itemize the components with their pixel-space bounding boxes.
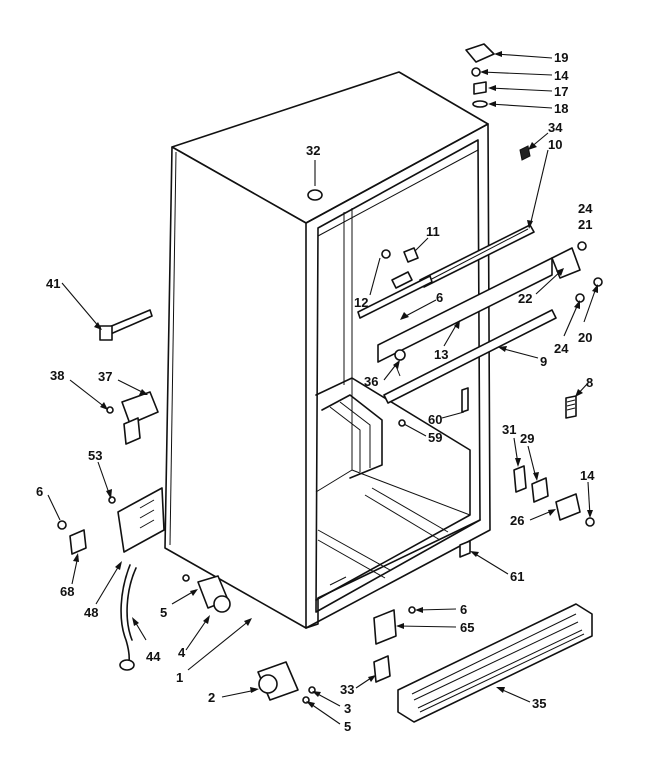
callout-8: 8 bbox=[586, 375, 593, 390]
callout-4: 4 bbox=[178, 645, 186, 660]
callout-6: 6 bbox=[460, 602, 467, 617]
callout-41: 41 bbox=[46, 276, 60, 291]
callout-60: 60 bbox=[428, 412, 442, 427]
callout-6: 6 bbox=[36, 484, 43, 499]
callout-10: 10 bbox=[548, 137, 562, 152]
callout-32: 32 bbox=[306, 143, 320, 158]
callout-29: 29 bbox=[520, 431, 534, 446]
callout-5: 5 bbox=[160, 605, 167, 620]
callout-22: 22 bbox=[518, 291, 532, 306]
callout-53: 53 bbox=[88, 448, 102, 463]
callout-17: 17 bbox=[554, 84, 568, 99]
callout-21: 21 bbox=[578, 217, 592, 232]
callout-35: 35 bbox=[532, 696, 546, 711]
callout-3: 3 bbox=[344, 701, 351, 716]
callout-12: 12 bbox=[354, 295, 368, 310]
divider-rails bbox=[357, 224, 603, 419]
callout-14: 14 bbox=[580, 468, 595, 483]
callout-11: 11 bbox=[426, 224, 440, 239]
callout-6: 6 bbox=[436, 290, 443, 305]
leader-lines bbox=[47, 51, 598, 725]
callout-20: 20 bbox=[578, 330, 592, 345]
callout-2: 2 bbox=[208, 690, 215, 705]
callout-31: 31 bbox=[502, 422, 516, 437]
bottom-parts bbox=[182, 465, 595, 723]
callout-33: 33 bbox=[340, 682, 354, 697]
callout-18: 18 bbox=[554, 101, 568, 116]
callout-14: 14 bbox=[554, 68, 569, 83]
top-hinge-assembly bbox=[465, 43, 531, 161]
cabinet-shell bbox=[164, 71, 491, 629]
callout-36: 36 bbox=[364, 374, 378, 389]
callout-13: 13 bbox=[434, 347, 448, 362]
callout-5: 5 bbox=[344, 719, 351, 734]
callout-48: 48 bbox=[84, 605, 98, 620]
callout-9: 9 bbox=[540, 354, 547, 369]
callout-24: 24 bbox=[578, 201, 593, 216]
callout-1: 1 bbox=[176, 670, 183, 685]
left-side-parts bbox=[57, 309, 165, 671]
callout-26: 26 bbox=[510, 513, 524, 528]
callout-59: 59 bbox=[428, 430, 442, 445]
callout-65: 65 bbox=[460, 620, 474, 635]
callout-68: 68 bbox=[60, 584, 74, 599]
callout-34: 34 bbox=[548, 120, 563, 135]
callout-37: 37 bbox=[98, 369, 112, 384]
callout-44: 44 bbox=[146, 649, 161, 664]
callout-19: 19 bbox=[554, 50, 568, 65]
callout-38: 38 bbox=[50, 368, 64, 383]
callout-24: 24 bbox=[554, 341, 569, 356]
callout-labels: 19 14 17 18 34 10 32 11 24 21 41 12 6 22… bbox=[36, 50, 595, 734]
callout-61: 61 bbox=[510, 569, 524, 584]
